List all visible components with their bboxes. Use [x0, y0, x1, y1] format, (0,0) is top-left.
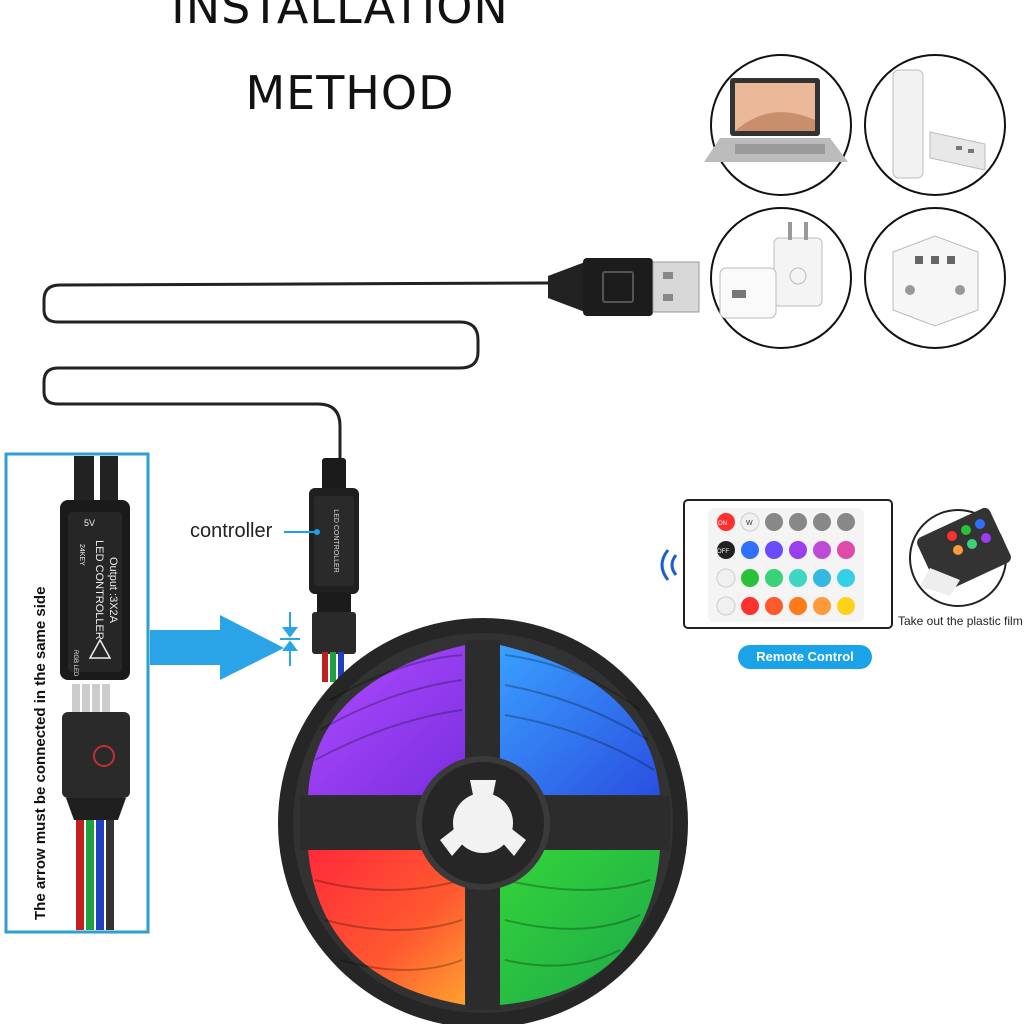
controller-label: controller [190, 520, 273, 542]
usb-cable [42, 281, 549, 470]
remote-control-button: Remote Control [738, 645, 872, 669]
svg-text:5V: 5V [84, 518, 95, 528]
svg-text:RGB LED: RGB LED [72, 650, 78, 677]
remote-control: ON W OFF [660, 499, 893, 629]
svg-text:ON: ON [718, 521, 727, 527]
side-note-label: The arrow must be connected in the same … [32, 586, 49, 920]
film-note-label: Take out the plastic film [898, 614, 1023, 628]
svg-text:LED CONTROLLER: LED CONTROLLER [93, 540, 105, 640]
align-arrows-icon [280, 612, 300, 666]
power-bank-icon [864, 54, 1006, 196]
usb-plug-icon [548, 258, 700, 316]
svg-text:OFF: OFF [717, 549, 729, 555]
svg-text:W: W [746, 520, 753, 527]
led-strip-reel [278, 618, 688, 1024]
wall-adapter-icon [710, 207, 852, 349]
led-controller: LED CONTROLLER [309, 458, 359, 682]
arrow-icon [150, 615, 284, 680]
laptop-icon [704, 54, 852, 196]
zoomed-controller: LED CONTROLLER Output :3X2A 5V 24KEY RGB… [60, 456, 130, 930]
title-line-1: INSTALLATION [171, 0, 509, 34]
svg-text:LED CONTROLLER: LED CONTROLLER [332, 509, 339, 572]
plastic-film-icon [909, 507, 1011, 607]
svg-text:24KEY: 24KEY [78, 544, 85, 566]
svg-text:Output :3X2A: Output :3X2A [107, 557, 119, 624]
title-line-2: METHOD [245, 66, 455, 120]
power-strip-icon [864, 207, 1006, 349]
signal-waves-icon [660, 549, 678, 581]
